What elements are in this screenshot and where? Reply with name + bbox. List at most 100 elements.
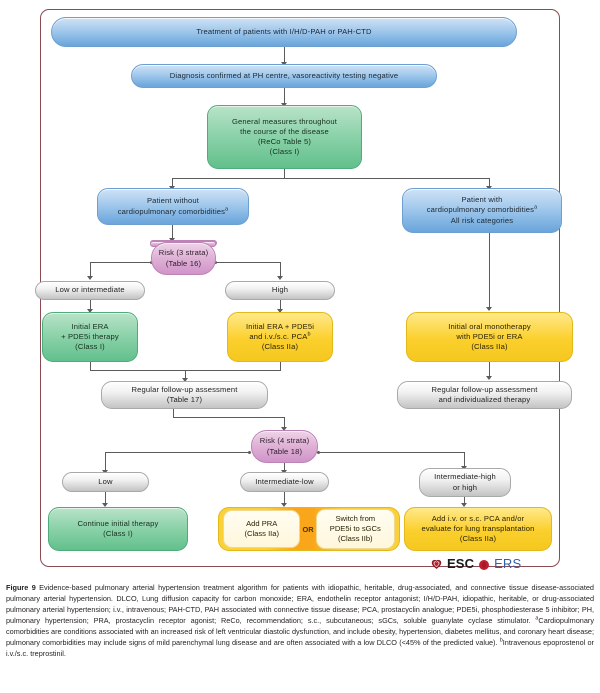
node-patient-without-comorbidities[interactable]: Patient without cardiopulmonary comorbid… — [97, 188, 249, 225]
general-measures-line3: (ReCo Table 5) — [257, 137, 312, 146]
add-pra-line2: (Class IIa) — [244, 529, 280, 538]
connector-with-monotherapy — [489, 232, 490, 309]
node-continue-initial-therapy[interactable]: Continue initial therapy (Class I) — [48, 507, 188, 551]
add-pca-line1: Add i.v. or s.c. PCA and/or — [431, 513, 525, 523]
connector-title-diagnosis — [284, 47, 285, 64]
node-add-pra[interactable]: Add PRA (Class IIa) — [223, 510, 301, 548]
connector-risk4-intlow — [284, 462, 285, 472]
continue-initial-line2: (Class I) — [103, 529, 133, 538]
node-intermediate-low[interactable]: Intermediate-low — [240, 472, 329, 492]
node-followup-right[interactable]: Regular follow-up assessment and individ… — [397, 381, 572, 409]
intermediate-high-line1: Intermediate-high — [434, 472, 496, 482]
node-intermediate-high-or-high[interactable]: Intermediate-high or high — [419, 468, 511, 497]
connector-general-split — [284, 168, 285, 179]
node-initial-era-pde5i-pca[interactable]: Initial ERA + PDE5i and i.v./s.c. PCAb (… — [227, 312, 333, 362]
caption-footnote-b: Intravenous epoprostenol or i.v./s.c. tr… — [6, 637, 594, 658]
node-followup-left[interactable]: Regular follow-up assessment (Table 17) — [101, 381, 268, 409]
patient-without-line2: cardiopulmonary comorbiditiesa — [117, 205, 229, 216]
initial-era-line1: Initial ERA — [71, 321, 109, 331]
logo-row: ESC ERS — [430, 556, 521, 571]
connector-risk4-drop — [284, 417, 285, 429]
risk4-line1: Risk (4 strata) — [259, 436, 310, 446]
ers-label: ERS — [494, 556, 522, 571]
patient-without-line1: Patient without — [146, 196, 200, 206]
footnote-marker-b: b — [307, 331, 311, 338]
connector-risk3-high — [216, 262, 280, 263]
footnote-marker-b: b — [499, 637, 503, 644]
high-label: High — [271, 285, 289, 295]
general-measures-line1: General measures throughout — [232, 116, 337, 126]
monotherapy-line3: (Class IIa) — [471, 342, 508, 351]
connector-followupL-risk4-v — [173, 409, 174, 418]
node-title-bar[interactable]: Treatment of patients with I/H/D-PAH or … — [51, 17, 517, 47]
monotherapy-line2: with PDE5i or ERA — [456, 331, 523, 341]
node-add-pca-or-transplant[interactable]: Add i.v. or s.c. PCA and/or evaluate for… — [404, 507, 552, 551]
connector-risk3-low-v — [90, 262, 91, 278]
connector-risk4-high-v — [464, 452, 465, 468]
connector-intlow-orgroup — [284, 492, 285, 505]
node-low-or-intermediate[interactable]: Low or intermediate — [35, 281, 145, 300]
initial-era-pca-line2: and i.v./s.c. PCAb — [249, 331, 311, 341]
initial-era-line2: + PDE5i therapy — [61, 331, 119, 341]
followup-left-line1: Regular follow-up assessment — [131, 384, 238, 394]
connector-diagnosis-general — [284, 87, 285, 105]
risk4-line2: (Table 18) — [266, 446, 303, 456]
patient-with-line1: Patient with — [461, 195, 503, 205]
node-high[interactable]: High — [225, 281, 335, 300]
initial-era-pca-line3: (Class IIa) — [261, 342, 299, 351]
arrowhead — [277, 276, 283, 280]
low-label: Low — [98, 476, 113, 486]
general-measures-line2: the course of the disease — [240, 126, 329, 136]
followup-right-line2: and individualized therapy — [438, 395, 531, 404]
node-diagnosis[interactable]: Diagnosis confirmed at PH centre, vasore… — [131, 64, 437, 88]
arrowhead — [87, 276, 93, 280]
esc-label: ESC — [447, 556, 475, 571]
connector-pca-followup — [280, 362, 281, 371]
connector-without-risk3 — [172, 224, 173, 240]
junction-dot — [317, 451, 320, 454]
caption-main-text: Evidence-based pulmonary arterial hypert… — [6, 583, 594, 625]
ers-circle-icon — [478, 558, 490, 570]
connector-monotherapy-followup — [489, 362, 490, 378]
arrowhead — [461, 503, 467, 507]
node-or-group: Add PRA (Class IIa) OR Switch from PDE5i… — [218, 507, 400, 551]
patient-with-line3: All risk categories — [450, 215, 514, 225]
junction-dot — [248, 451, 251, 454]
node-initial-era-pde5i[interactable]: Initial ERA + PDE5i therapy (Class I) — [42, 312, 138, 362]
patient-with-line2: cardiopulmonary comorbiditiesa — [426, 204, 538, 215]
intermediate-low-label: Intermediate-low — [255, 476, 314, 486]
node-title-bar-label: Treatment of patients with I/H/D-PAH or … — [196, 26, 372, 36]
node-patient-with-comorbidities[interactable]: Patient with cardiopulmonary comorbiditi… — [402, 188, 562, 233]
add-pra-line1: Add PRA — [246, 518, 278, 528]
switch-sgcs-line2: PDE5i to sGCs — [329, 523, 381, 533]
monotherapy-line1: Initial oral monotherapy — [448, 321, 531, 331]
arrowhead — [486, 376, 492, 380]
arrowhead — [281, 503, 287, 507]
node-risk-4-strata[interactable]: Risk (4 strata) (Table 18) — [251, 430, 318, 463]
node-initial-oral-monotherapy[interactable]: Initial oral monotherapy with PDE5i or E… — [406, 312, 573, 362]
risk3-line2: (Table 16) — [165, 258, 202, 268]
connector-high-initialpca — [280, 300, 281, 311]
caption-footnote-a: Cardiopulmonary comorbidities are condit… — [6, 615, 594, 647]
followup-right-line1: Regular follow-up assessment — [431, 384, 538, 394]
node-risk-3-strata[interactable]: Risk (3 strata) (Table 16) — [151, 242, 216, 275]
add-pca-line3: (Class IIa) — [459, 534, 497, 543]
arrowhead — [182, 378, 188, 382]
connector-split-right — [489, 178, 490, 188]
node-general-measures[interactable]: General measures throughout the course o… — [207, 105, 362, 169]
figure-number: Figure 9 — [6, 583, 36, 592]
node-low[interactable]: Low — [62, 472, 149, 492]
connector-era-followup — [90, 362, 91, 371]
connector-risk3-low — [90, 262, 152, 263]
node-diagnosis-label: Diagnosis confirmed at PH centre, vasore… — [169, 70, 399, 80]
connector-risk4-high-h — [318, 452, 464, 453]
continue-initial-line1: Continue initial therapy — [77, 518, 159, 528]
switch-sgcs-line1: Switch from — [335, 513, 376, 523]
figure-caption: Figure 9 Evidence-based pulmonary arteri… — [6, 583, 594, 660]
node-switch-pde5i-sgcs[interactable]: Switch from PDE5i to sGCs (Class IIb) — [315, 509, 395, 549]
arrowhead — [277, 309, 283, 313]
connector-low-initialera — [90, 300, 91, 311]
footnote-marker-a: a — [535, 615, 539, 622]
arrowhead — [87, 309, 93, 313]
connector-followup-drop — [185, 370, 186, 380]
